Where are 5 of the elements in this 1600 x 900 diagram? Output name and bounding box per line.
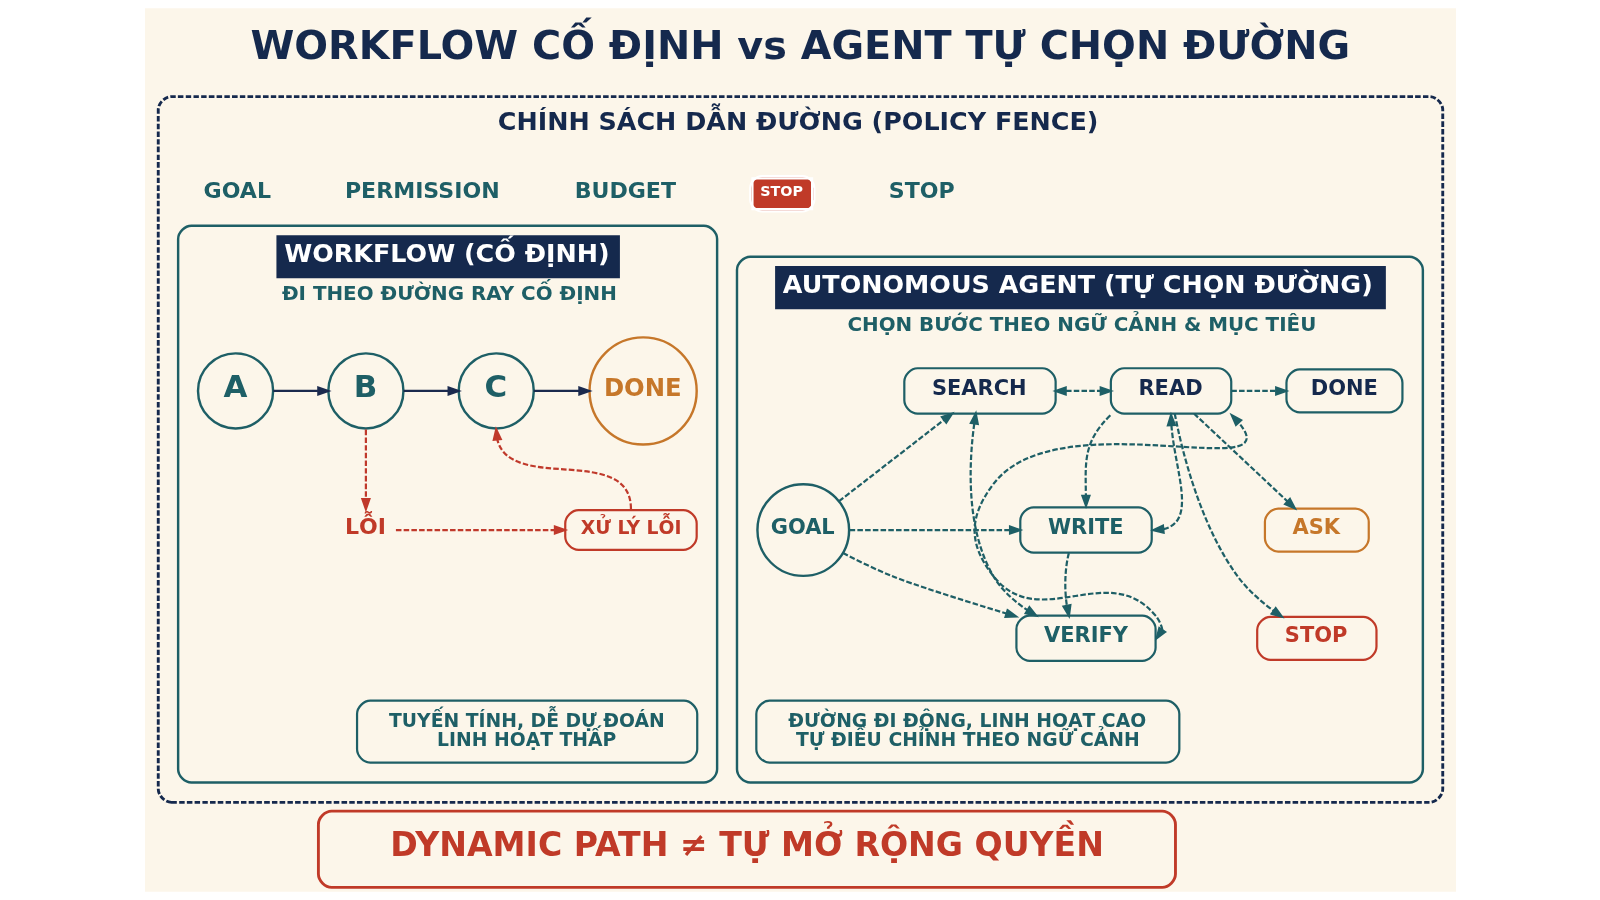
label: STOP	[759, 183, 803, 200]
label: GOAL	[203, 178, 271, 204]
label: PERMISSION	[344, 178, 500, 204]
label: STOP	[888, 178, 955, 204]
label: BUDGET	[574, 178, 676, 204]
